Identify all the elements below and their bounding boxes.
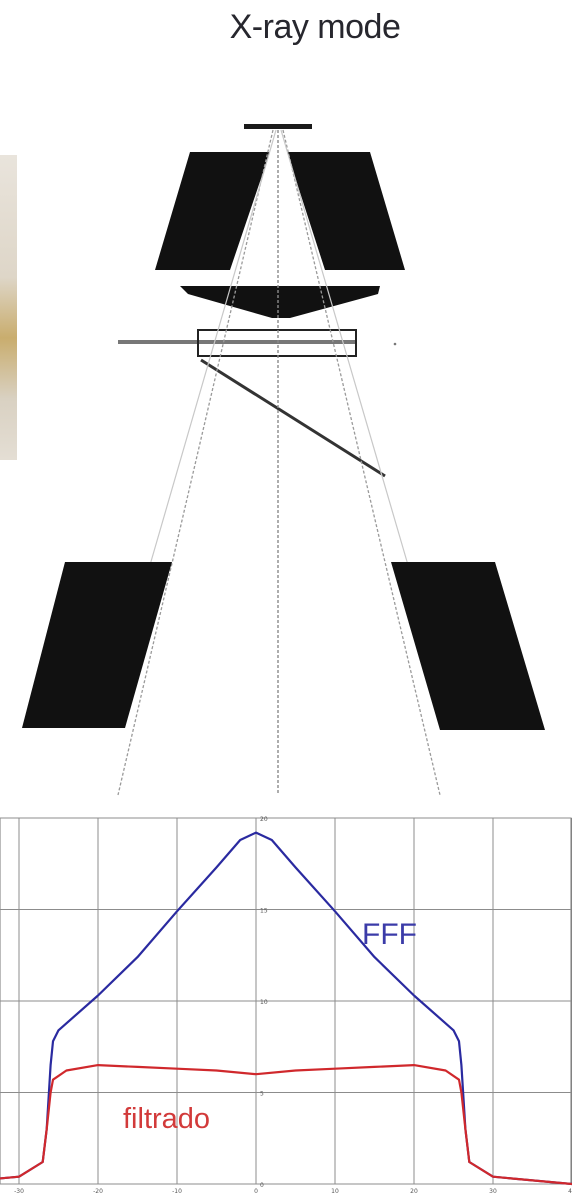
x-tick-label: -10 [172, 1188, 182, 1195]
y-tick-label: 10 [260, 999, 268, 1006]
x-tick-label: 40 [568, 1188, 572, 1195]
target-plate [244, 124, 312, 129]
y-tick-label: 0 [260, 1182, 264, 1189]
series-line-fff [0, 833, 572, 1184]
y-tick-label: 20 [260, 816, 268, 823]
series-line-filtrado [0, 1065, 572, 1184]
series-label-filtrado: filtrado [123, 1103, 210, 1136]
y-tick-label: 5 [260, 1091, 264, 1098]
dot-marker [394, 343, 397, 346]
y-tick-label: 15 [260, 908, 268, 915]
series-label-fff: FFF [362, 918, 417, 952]
chart-grid [0, 818, 572, 1184]
x-tick-label: 0 [254, 1188, 258, 1195]
jaw-left [22, 562, 172, 728]
chart-series [0, 833, 572, 1184]
x-tick-label: -30 [14, 1188, 24, 1195]
pointer-line [201, 360, 385, 476]
linac-head-diagram [0, 0, 572, 800]
x-tick-label: 10 [331, 1188, 339, 1195]
x-tick-label: 20 [410, 1188, 418, 1195]
x-tick-label: 30 [489, 1188, 497, 1195]
jaw-right [391, 562, 545, 730]
flattening-filter [180, 286, 380, 318]
x-tick-label: -20 [93, 1188, 103, 1195]
